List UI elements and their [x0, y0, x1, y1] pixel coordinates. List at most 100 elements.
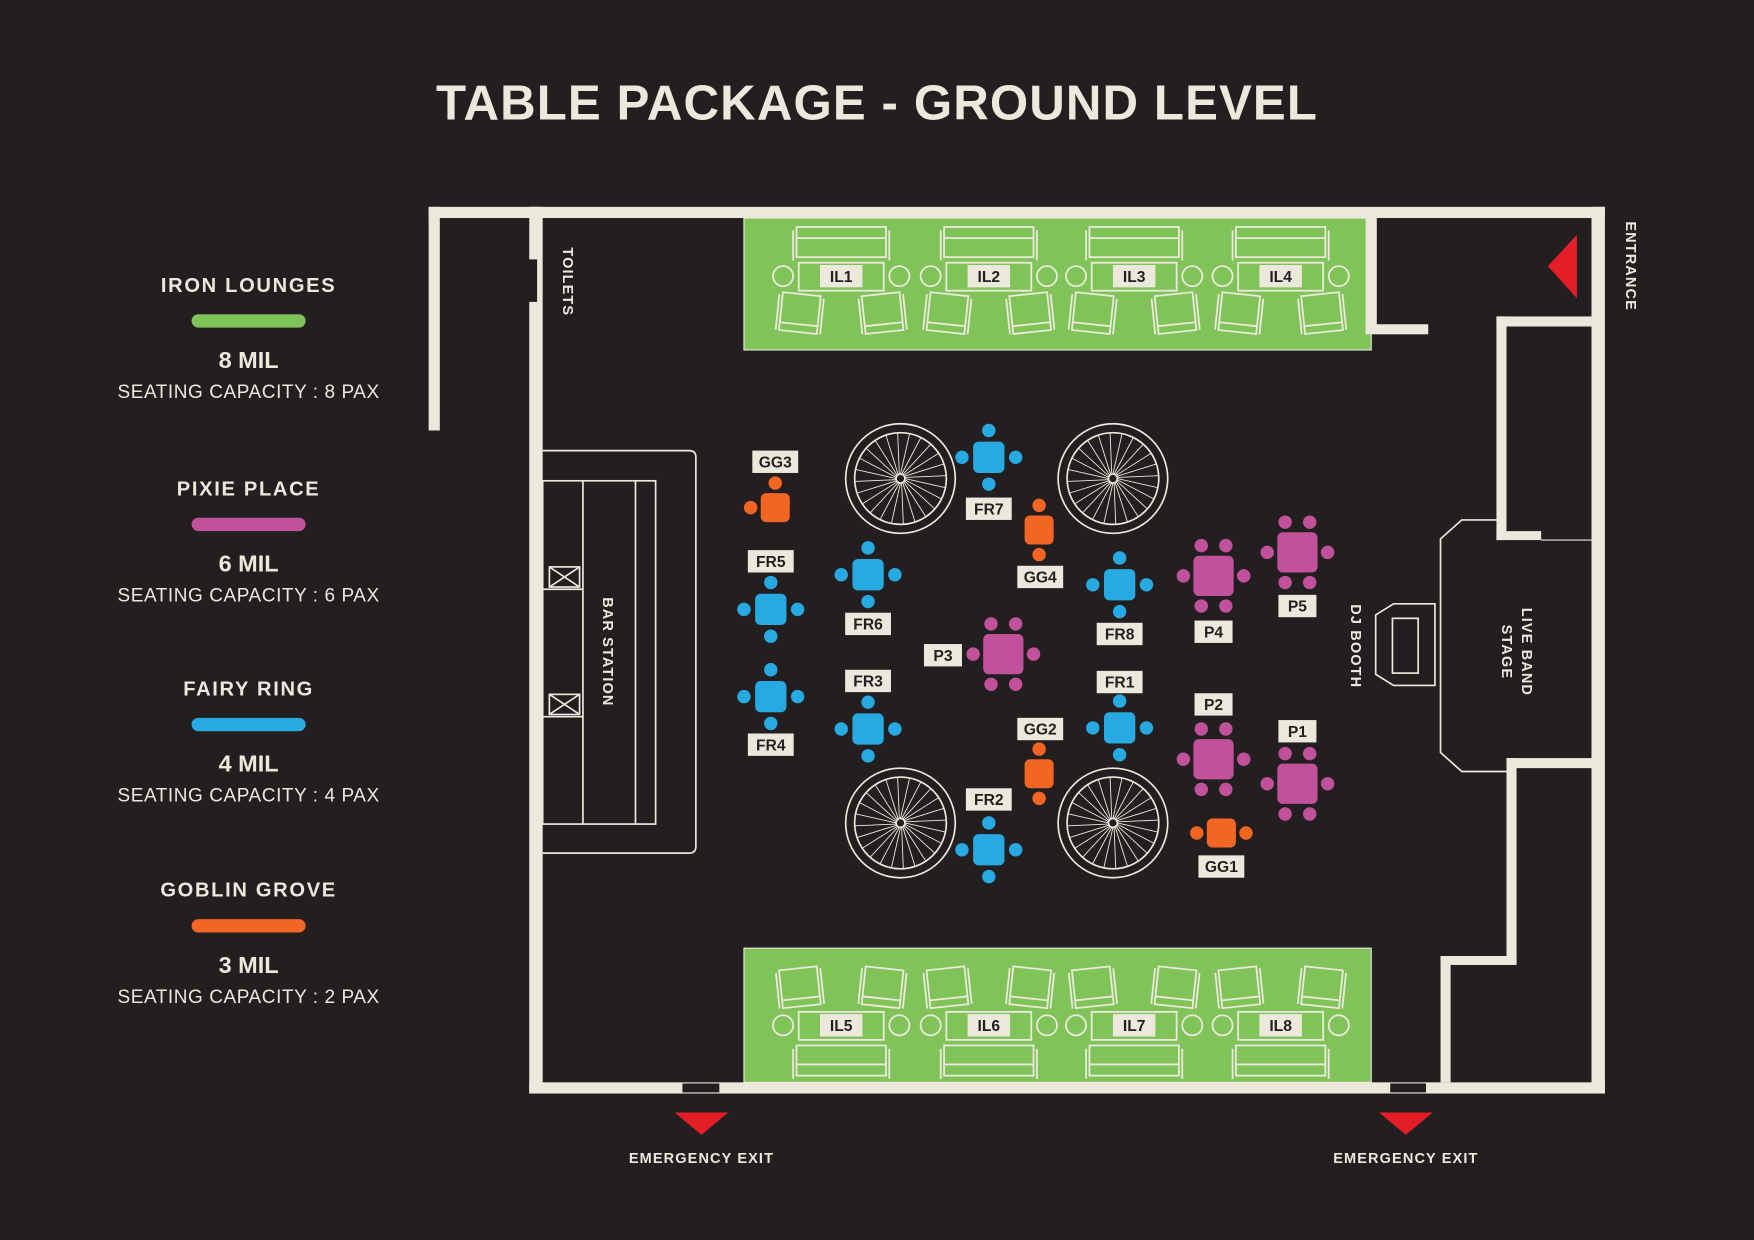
iron-lounge-table[interactable]: IL1 — [772, 226, 911, 335]
seat-icon — [790, 689, 805, 704]
table-icon — [1193, 739, 1234, 780]
fairy-ring-table[interactable]: FR7 — [955, 423, 1023, 520]
table-label-bg — [819, 264, 863, 288]
goblin-grove-table[interactable]: GG4 — [1017, 498, 1064, 589]
pixie-place-table[interactable]: P3 — [923, 617, 1041, 692]
legend-color-bar — [191, 517, 306, 532]
table-icon — [973, 441, 1005, 473]
stool-icon — [888, 1014, 911, 1037]
iron-lounge-table[interactable]: IL6 — [919, 965, 1058, 1079]
goblin-grove-table[interactable]: GG1 — [1190, 818, 1253, 878]
fairy-ring-table[interactable]: FR1 — [1086, 670, 1154, 762]
wheel-decor-icon — [844, 767, 957, 879]
armchair-icon — [1067, 965, 1118, 1010]
fairy-ring-table[interactable]: FR8 — [1086, 551, 1154, 646]
seat-icon — [1194, 599, 1208, 613]
seat-icon — [1239, 826, 1253, 840]
iron-lounge-table[interactable]: IL8 — [1211, 965, 1350, 1079]
table-label-bg — [965, 497, 1012, 520]
armchair-icon — [1297, 291, 1348, 335]
seat-icon — [1219, 722, 1233, 736]
table-label-bg — [1112, 264, 1156, 288]
fairy-ring-table[interactable]: FR5 — [737, 550, 805, 643]
seat-icon — [982, 477, 996, 491]
table-label-bg — [819, 1014, 863, 1037]
table-icon — [1024, 759, 1054, 789]
seat-icon — [1194, 782, 1208, 797]
sofa-icon — [795, 226, 887, 259]
table-label-bg — [967, 264, 1011, 288]
table-label-bg — [1259, 264, 1302, 288]
table-icon — [973, 834, 1005, 866]
emergency-exit-arrow-icon — [674, 1112, 729, 1135]
seat-icon — [982, 423, 996, 438]
seat-icon — [1260, 545, 1274, 560]
stool-icon — [888, 265, 911, 288]
table-label-bg — [967, 1014, 1011, 1037]
table-icon — [983, 633, 1024, 675]
table-label-bg — [1198, 855, 1245, 878]
iron-lounge-table[interactable]: IL2 — [919, 226, 1058, 335]
armchair-icon — [1214, 291, 1265, 335]
table-label: IL3 — [1123, 269, 1146, 286]
seat-icon — [1237, 569, 1251, 583]
stool-icon — [1211, 265, 1234, 288]
seat-icon — [1026, 647, 1041, 661]
legend-capacity: SEATING CAPACITY : 2 PAX — [117, 987, 379, 1008]
legend-title: PIXIE PLACE — [177, 478, 321, 500]
table-label: IL8 — [1269, 1018, 1292, 1035]
table-icon — [1024, 515, 1054, 545]
legend-capacity: SEATING CAPACITY : 6 PAX — [117, 586, 379, 607]
table-label-bg — [965, 788, 1012, 811]
sofa-icon — [943, 226, 1035, 259]
emergency-exit-arrow-icon — [1379, 1112, 1433, 1135]
fairy-ring-table[interactable]: FR4 — [737, 663, 805, 756]
seat-icon — [1303, 575, 1317, 590]
pixie-place-table[interactable]: P1 — [1260, 720, 1335, 821]
sofa-icon — [943, 1044, 1035, 1077]
bar-station-label: BAR STATION — [599, 597, 615, 706]
pixie-place-table[interactable]: P5 — [1260, 515, 1335, 618]
armchair-icon — [1005, 291, 1056, 335]
fairy-ring-table[interactable]: FR2 — [955, 788, 1023, 884]
lounge-table-icon — [797, 261, 885, 292]
armchair-icon — [922, 291, 973, 335]
seat-icon — [888, 568, 902, 582]
stool-icon — [1327, 265, 1350, 288]
armchair-icon — [922, 965, 973, 1010]
fairy-ring-table[interactable]: FR6 — [834, 541, 902, 636]
armchair-icon — [1150, 291, 1201, 335]
wheel-decor-icon — [1057, 767, 1169, 879]
iron-lounge-table[interactable]: IL4 — [1211, 226, 1350, 335]
iron-lounge-table[interactable]: IL5 — [772, 965, 911, 1079]
seat-icon — [1112, 551, 1127, 565]
legend-price: 8 MIL — [219, 347, 279, 373]
table-label-bg — [1194, 693, 1233, 716]
sofa-icon — [1235, 226, 1327, 259]
legend-title: GOBLIN GROVE — [160, 880, 337, 902]
goblin-grove-table[interactable]: GG2 — [1017, 717, 1064, 806]
pixie-place-table[interactable]: P4 — [1176, 538, 1251, 643]
table-label: FR8 — [1105, 627, 1135, 644]
table-label-bg — [747, 733, 794, 756]
seat-icon — [1260, 777, 1274, 791]
goblin-grove-table[interactable]: GG3 — [743, 450, 799, 523]
fairy-ring-table[interactable]: FR3 — [834, 669, 902, 763]
seat-icon — [982, 869, 996, 884]
emergency-door-left — [682, 1083, 720, 1093]
table-label: GG4 — [1024, 570, 1057, 587]
iron-lounge-table[interactable]: IL7 — [1065, 965, 1204, 1079]
table-icon — [1103, 569, 1136, 601]
seat-icon — [1139, 578, 1154, 592]
wheel-decor-icon — [1057, 422, 1169, 535]
seat-icon — [888, 722, 902, 736]
seat-icon — [1219, 782, 1233, 797]
table-icon — [1103, 712, 1136, 744]
table-label: IL2 — [978, 269, 1001, 286]
seat-icon — [790, 602, 805, 617]
seat-icon — [764, 716, 778, 731]
seat-icon — [768, 476, 782, 490]
iron-lounge-table[interactable]: IL3 — [1065, 226, 1204, 335]
pixie-place-table[interactable]: P2 — [1176, 693, 1251, 797]
